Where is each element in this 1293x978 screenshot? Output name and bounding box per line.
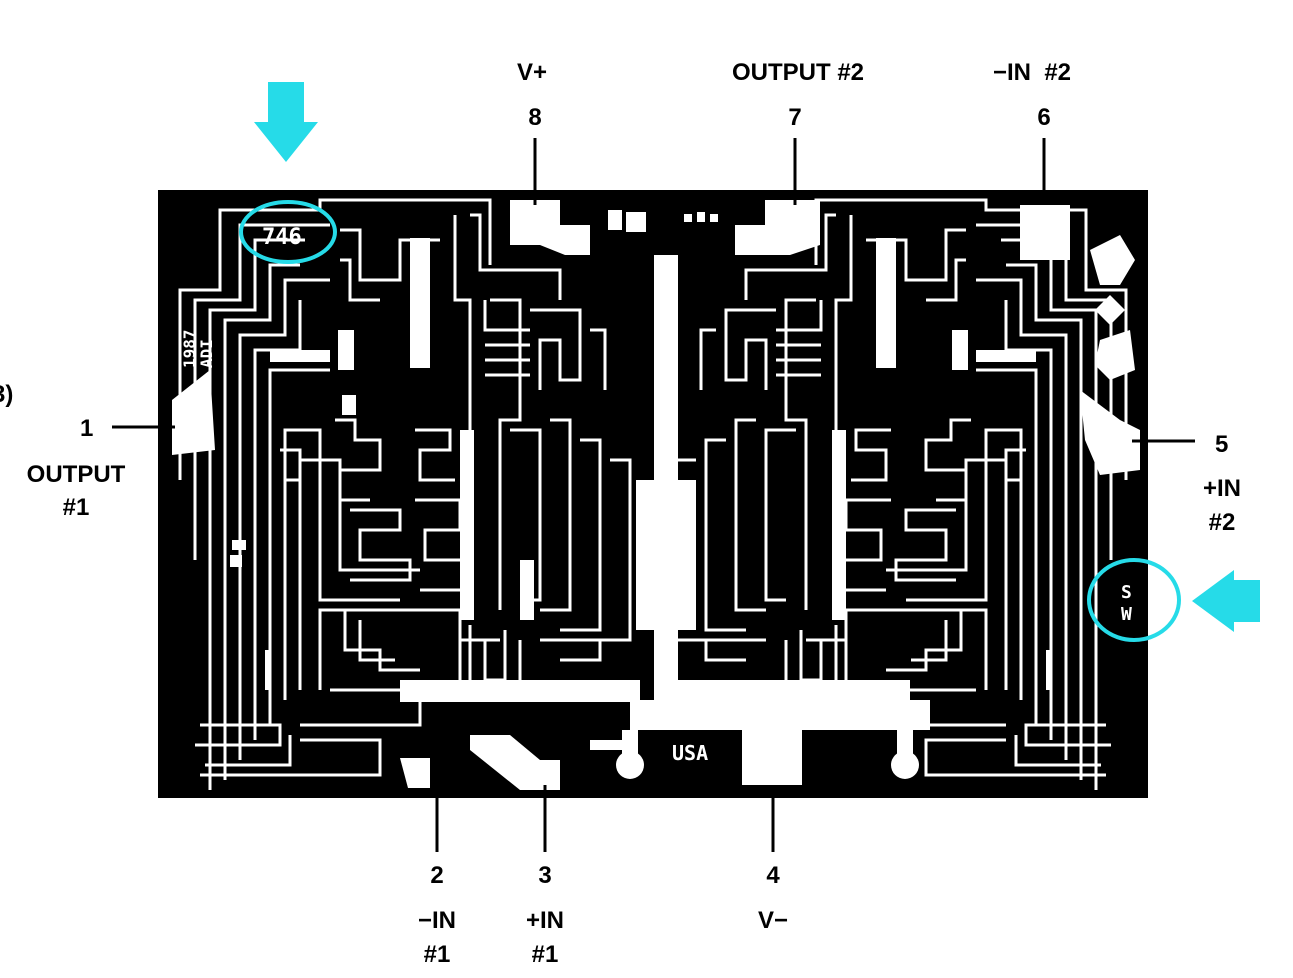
pin-leads: [112, 138, 1195, 852]
center-metal: [510, 200, 930, 785]
pin-4-name-line1: V−: [758, 907, 788, 934]
arrow-left-icon: [1192, 570, 1260, 632]
pin-3-number: 3: [538, 862, 551, 889]
pin-8-number: 8: [528, 104, 541, 131]
pin-7-name-line1: OUTPUT #2: [732, 59, 864, 86]
die-maker: ADI: [197, 339, 216, 368]
pin-6-name-line1: −IN #2: [993, 59, 1071, 86]
pin-1-number: 1: [80, 415, 93, 442]
die-country: USA: [672, 741, 708, 765]
pin-5-number: 5: [1215, 431, 1228, 458]
pin-2-number: 2: [430, 862, 443, 889]
pin-5-name-line1: +IN: [1203, 475, 1241, 502]
pin-5-name-line2: #2: [1209, 509, 1236, 536]
highlight-circle-initials: [1087, 558, 1181, 642]
pin-3-name-line2: #1: [532, 941, 559, 968]
left-circuit: [178, 198, 632, 790]
die-initial-bottom: W: [1121, 604, 1132, 625]
pin-6-number: 6: [1037, 104, 1050, 131]
die-part-number: 746: [262, 225, 302, 250]
die-year: 1987: [180, 329, 199, 368]
pin-4-number: 4: [766, 862, 780, 889]
pin-1-name-line1: OUTPUT: [27, 461, 126, 488]
pin-2-name-line1: −IN: [418, 907, 456, 934]
pin-1-name-line2: #1: [63, 494, 90, 521]
arrow-down-icon: [254, 82, 318, 162]
right-metal-pads: [670, 205, 1140, 779]
pin-3-name-line1: +IN: [526, 907, 564, 934]
die-initial-top: S: [1121, 582, 1132, 603]
pin-7-number: 7: [788, 104, 801, 131]
pin-2-name-line2: #1: [424, 941, 451, 968]
highlights: [239, 82, 1260, 642]
left-metal-pads: [172, 238, 644, 790]
edge-fragment: 3): [0, 381, 13, 408]
highlight-circle-part-number: [239, 200, 337, 264]
pin-8-name-line1: V+: [517, 59, 547, 86]
